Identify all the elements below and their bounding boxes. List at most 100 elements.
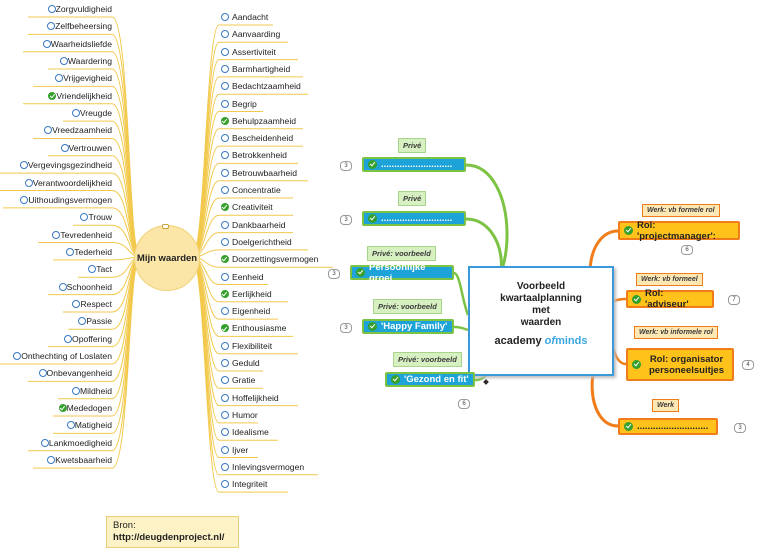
value-item[interactable]: Mededogen [58,404,112,413]
circle-icon[interactable] [221,134,229,143]
value-item[interactable]: Eigenheid [221,307,270,316]
circle-icon[interactable] [71,109,80,118]
value-item[interactable]: Bedachtzaamheid [221,82,301,91]
count-badge[interactable]: 3 [734,423,746,433]
circle-icon[interactable] [20,195,29,204]
value-item[interactable]: Aanvaarding [221,30,280,39]
circle-icon[interactable] [221,410,229,419]
value-item[interactable]: Doelgerichtheid [221,238,292,247]
value-item[interactable]: Creativiteit [221,203,273,212]
check-icon[interactable] [221,255,229,264]
value-item[interactable]: Hoffelijkheid [221,393,279,403]
value-item[interactable]: Waarheidsliefde [42,39,112,49]
collapse-toggle[interactable] [162,224,169,229]
circle-icon[interactable] [221,64,229,73]
value-item[interactable]: Dankbaarheid [221,220,286,230]
value-item[interactable]: Bescheidenheid [221,134,293,143]
circle-icon[interactable] [71,386,80,395]
value-item[interactable]: Gratie [221,376,255,385]
value-item[interactable]: Betrouwbaarheid [221,168,297,178]
circle-icon[interactable] [221,47,229,56]
prive-topic-2[interactable]: ........................... [362,211,466,226]
count-badge[interactable]: 3 [340,215,352,225]
count-badge[interactable]: 3 [328,269,340,279]
circle-icon[interactable] [221,376,229,385]
werk-topic[interactable]: ........................... [618,418,718,435]
circle-icon[interactable] [40,438,49,447]
value-item[interactable]: Aandacht [221,13,268,22]
check-icon[interactable] [58,404,67,413]
circle-icon[interactable] [38,369,47,378]
value-item[interactable]: Eerlijkheid [221,289,272,299]
value-item[interactable]: Eenheid [221,272,264,282]
circle-icon[interactable] [42,39,51,48]
value-item[interactable]: Verantwoordelijkheid [24,178,112,188]
value-item[interactable]: Mildheid [71,386,112,396]
value-item[interactable]: Zorgvuldigheid [47,5,112,14]
circle-icon[interactable] [221,272,229,281]
value-item[interactable]: Geduld [221,359,260,368]
value-item[interactable]: Ijver [221,445,248,455]
value-item[interactable]: Assertiviteit [221,47,276,57]
happy-family-topic[interactable]: 'Happy Family' [362,319,454,334]
value-item[interactable]: Tevredenheid [52,230,112,240]
circle-icon[interactable] [58,282,67,291]
circle-icon[interactable] [80,213,89,222]
circle-icon[interactable] [221,30,229,39]
circle-icon[interactable] [221,428,229,437]
central-topic[interactable]: Mijn waarden [134,225,200,291]
circle-icon[interactable] [221,220,229,229]
prive-topic-1[interactable]: ........................... [362,157,466,172]
value-item[interactable]: Inlevingsvermogen [221,462,304,472]
value-item[interactable]: Schoonheid [58,282,112,292]
value-item[interactable]: Vriendelijkheid [48,91,112,101]
gezond-en-fit-topic[interactable]: 'Gezond en fit' [385,372,475,387]
circle-icon[interactable] [59,57,68,66]
value-item[interactable]: Tederheid [66,248,112,257]
count-badge[interactable]: 3 [340,323,352,333]
value-item[interactable]: Lankmoedigheid [40,438,112,448]
value-item[interactable]: Matigheid [66,421,112,430]
circle-icon[interactable] [13,352,22,360]
value-item[interactable]: Vertrouwen [60,143,112,153]
circle-icon[interactable] [221,445,229,454]
count-badge[interactable]: 4 [742,360,754,370]
adviseur-role-topic[interactable]: Rol: 'adviseur' [626,288,714,310]
check-icon[interactable] [221,203,229,212]
circle-icon[interactable] [221,151,229,160]
circle-icon[interactable] [52,230,61,239]
value-item[interactable]: Opoffering [64,334,112,344]
value-item[interactable]: Vreugde [71,109,112,118]
circle-icon[interactable] [24,178,33,187]
circle-icon[interactable] [221,237,229,246]
circle-icon[interactable] [221,393,229,402]
main-topic[interactable]: Voorbeeld kwartaalplanning met waarden a… [468,266,614,376]
circle-icon[interactable] [221,13,229,21]
value-item[interactable]: Waardering [59,57,112,66]
value-item[interactable]: Zelfbeheersing [47,22,112,31]
circle-icon[interactable] [221,462,229,471]
value-item[interactable]: Begrip [221,99,257,109]
value-item[interactable]: Concentratie [221,186,281,195]
circle-icon[interactable] [221,359,229,367]
circle-icon[interactable] [66,247,75,256]
circle-icon[interactable] [221,307,229,316]
value-item[interactable]: Doorzettingsvermogen [221,255,318,264]
organisator-role-topic[interactable]: Rol: organisator personeelsuitjes [626,348,734,381]
count-badge[interactable]: 7 [728,295,740,305]
circle-icon[interactable] [221,480,229,489]
circle-icon[interactable] [55,74,64,83]
value-item[interactable]: Barmhartigheid [221,65,290,74]
value-item[interactable]: Tact [88,265,112,274]
check-icon[interactable] [48,91,57,100]
circle-icon[interactable] [47,456,56,465]
source-url[interactable]: http://deugdenproject.nl/ [113,532,225,543]
value-item[interactable]: Enthousiasme [221,324,286,333]
circle-icon[interactable] [221,186,229,194]
check-icon[interactable] [221,324,229,333]
value-item[interactable]: Respect [72,300,112,309]
circle-icon[interactable] [47,5,56,13]
value-item[interactable]: Onthechting of Loslaten [13,352,112,361]
circle-icon[interactable] [44,126,53,135]
value-item[interactable]: Uithoudingsvermogen [20,196,112,205]
